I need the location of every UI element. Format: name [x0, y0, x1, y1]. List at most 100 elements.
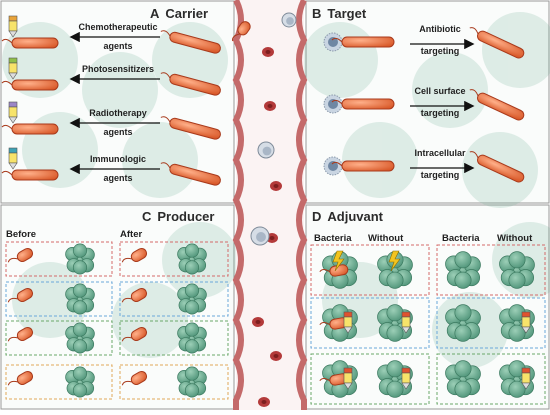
panel-d-content: Bacteria Without Bacteria Without: [310, 233, 546, 405]
agent-label-1: Chemotherapeutic: [78, 22, 157, 32]
carrier-bacterium-right-3: [160, 116, 221, 140]
adjuvant-tumor-without-left-3: [377, 360, 413, 398]
agent-vial-3: [8, 101, 18, 124]
producer-bacterium-before-3: [7, 327, 34, 342]
tissue-blob: [82, 52, 158, 128]
adjuvant-tumor-without-right-1: [499, 251, 535, 289]
adjuvant-drug-vial-far-right-2: [521, 311, 531, 334]
producer-before-box-1: [5, 241, 113, 277]
producer-before-box-3: [5, 320, 113, 356]
tissue-blob: [122, 122, 198, 198]
carrier-bacterium-right-2: [160, 72, 221, 96]
agent-vial-2: [8, 57, 18, 80]
carrier-bacterium-left-2: [1, 79, 59, 91]
red-blood-cell: [258, 397, 270, 407]
target-label-line2-2: targeting: [421, 108, 460, 118]
producer-tumor-after-3: [177, 322, 207, 354]
immune-cell: [250, 226, 270, 246]
red-blood-cell: [252, 317, 264, 327]
producer-before-box-2: [5, 281, 113, 317]
producer-bacterium-after-4: [121, 371, 148, 386]
agent-label-line2-1: agents: [103, 41, 132, 51]
agent-label-line2-4: agents: [103, 173, 132, 183]
carrier-bacterium-left-4: [1, 169, 59, 181]
panel-c-before-label: Before: [6, 229, 36, 240]
adjuvant-drug-vial-left-2: [343, 311, 353, 334]
target-bacterium-left-1: [331, 36, 395, 48]
adjuvant-drug-vial-far-right-3: [521, 367, 531, 390]
target-bacterium-right-2: [469, 89, 525, 121]
adjuvant-right-box-1: [436, 244, 546, 296]
adjuvant-tumor-bacteria-right-1: [445, 251, 481, 289]
producer-tumor-after-2: [177, 283, 207, 315]
producer-bacterium-after-2: [121, 288, 148, 303]
producer-tumor-before-2: [65, 283, 95, 315]
panel-c-content: Before After: [5, 229, 229, 400]
producer-before-box-4: [5, 364, 113, 400]
lightning-icon: [388, 250, 401, 272]
agent-label-2: Photosensitizers: [82, 64, 154, 74]
target-bacterium-right-1: [469, 27, 525, 59]
target-label-2: Cell surface: [414, 86, 465, 96]
red-blood-cell: [264, 101, 276, 111]
adjuvant-left-box-1: [310, 244, 430, 296]
target-label-line2-3: targeting: [421, 170, 460, 180]
producer-after-box-3: [119, 320, 229, 356]
agent-label-3: Radiotherapy: [89, 108, 147, 118]
panel-d-without-label-left: Without: [368, 233, 404, 244]
vessel-contents: [232, 12, 297, 407]
producer-tumor-before-4: [65, 366, 95, 398]
nanoparticle-2: [323, 94, 343, 114]
producer-tumor-after-1: [177, 243, 207, 275]
tissue-blob: [342, 122, 418, 198]
immune-cell: [257, 141, 275, 159]
red-blood-cell: [262, 47, 274, 57]
red-blood-cell: [270, 351, 282, 361]
adjuvant-bacterium-2: [319, 317, 349, 330]
immune-cell: [281, 12, 297, 28]
adjuvant-left-box-2: [310, 297, 430, 349]
producer-after-box-1: [119, 241, 229, 277]
panel-d-without-label-right: Without: [497, 233, 533, 244]
carrier-bacterium-left-3: [1, 123, 59, 135]
producer-bacterium-before-1: [7, 248, 34, 263]
target-bacterium-right-3: [469, 151, 525, 183]
producer-bacterium-after-1: [121, 248, 148, 263]
adjuvant-tumor-bacteria-right-3: [445, 360, 481, 398]
adjuvant-right-box-3: [436, 353, 546, 405]
agent-label-line2-3: agents: [103, 127, 132, 137]
agent-label-4: Immunologic: [90, 154, 146, 164]
producer-after-box-2: [119, 281, 229, 317]
panel-d-bacteria-label-right: Bacteria: [442, 233, 480, 244]
lightning-icon: [332, 250, 345, 272]
panel-d-bacteria-label-left: Bacteria: [314, 233, 352, 244]
adjuvant-drug-vial-right-3: [401, 367, 411, 390]
tissue-blob: [12, 262, 88, 338]
target-label-line2-1: targeting: [421, 46, 460, 56]
nanoparticle-3: [323, 156, 343, 176]
target-bacterium-left-3: [331, 160, 395, 172]
tissue-blob: [302, 22, 378, 98]
target-bacterium-left-2: [331, 98, 395, 110]
target-label-3: Intracellular: [414, 148, 466, 158]
producer-tumor-before-3: [65, 322, 95, 354]
agent-vial-4: [8, 147, 18, 170]
carrier-bacterium-right-4: [160, 162, 221, 186]
carrier-bacterium-right-1: [160, 30, 221, 54]
blood-vessel: [232, 0, 308, 410]
producer-bacterium-after-3: [121, 327, 148, 342]
adjuvant-right-box-2: [436, 297, 546, 349]
adjuvant-tumor-without-left-1: [377, 251, 413, 289]
target-label-1: Antibiotic: [419, 24, 461, 34]
producer-bacterium-before-2: [7, 288, 34, 303]
adjuvant-left-box-3: [310, 353, 430, 405]
adjuvant-drug-vial-left-3: [343, 367, 353, 390]
panel-a-content: ChemotherapeuticagentsPhotosensitizersRa…: [1, 15, 221, 186]
